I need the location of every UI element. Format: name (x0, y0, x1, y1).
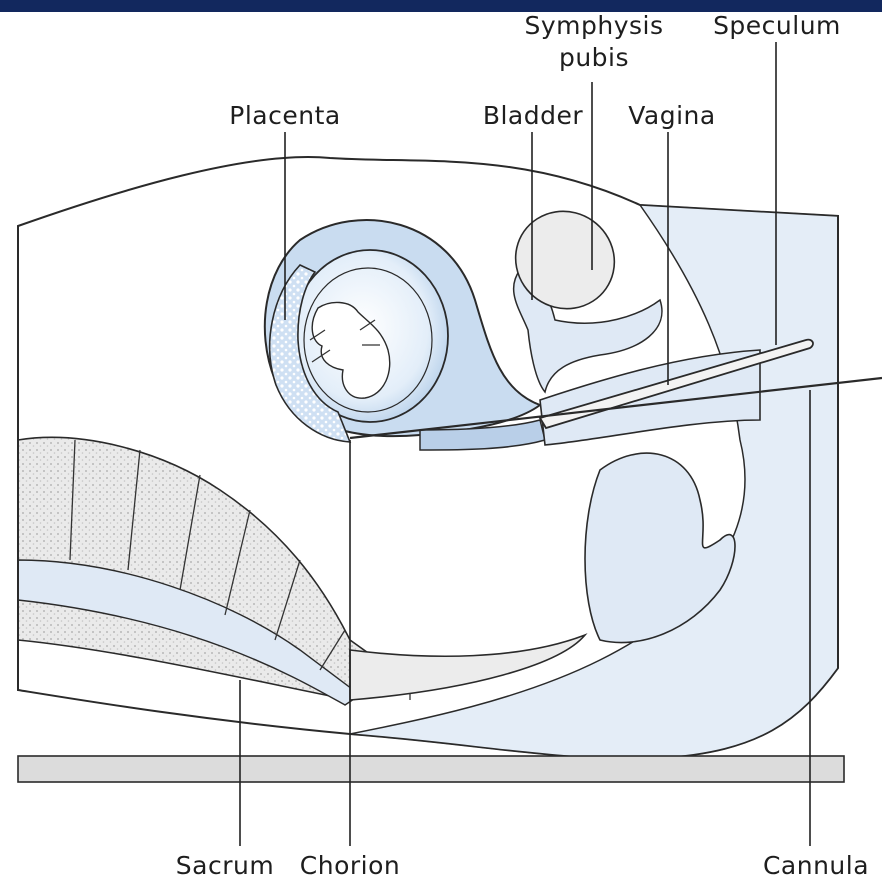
label-bladder: Bladder (483, 101, 584, 130)
label-vagina: Vagina (628, 101, 715, 130)
label-cannula: Cannula (763, 851, 869, 879)
label-chorion: Chorion (300, 851, 400, 879)
symphysis-pubis (497, 192, 634, 328)
label-symphysis-line1: Symphysis (524, 11, 663, 40)
label-placenta: Placenta (229, 101, 340, 130)
label-speculum: Speculum (713, 11, 841, 40)
examination-table (18, 756, 844, 782)
label-symphysis-line2: pubis (559, 43, 629, 72)
label-sacrum: Sacrum (176, 851, 274, 879)
